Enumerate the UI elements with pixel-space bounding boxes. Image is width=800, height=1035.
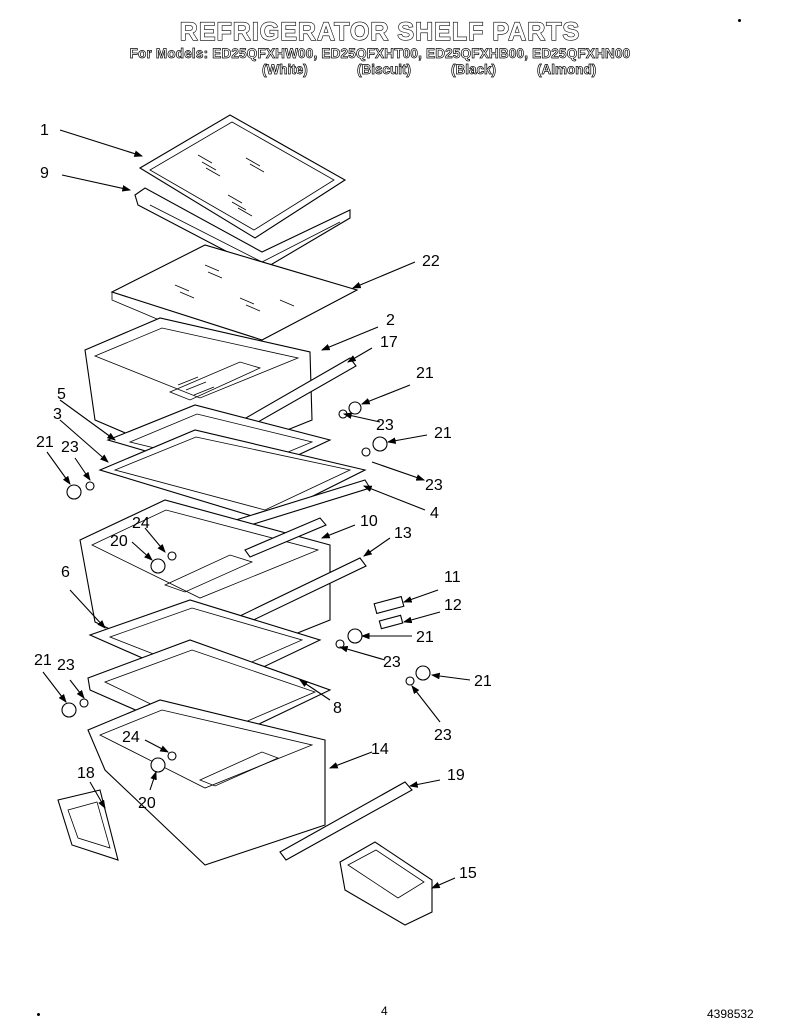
callout-14: 14 [371, 741, 389, 758]
part-3-crisper-frame [98, 429, 367, 521]
part-14-bottom-drawer [87, 699, 326, 866]
callout-1: 1 [40, 122, 49, 139]
callout-23-c: 23 [425, 477, 443, 494]
callout-21-a: 21 [416, 365, 434, 382]
callout-23-f: 23 [434, 727, 452, 744]
part-11-clip [373, 595, 405, 615]
corner-mark [37, 1013, 40, 1016]
color-label-biscuit: (Biscuit) [357, 62, 412, 78]
models-line: For Models: ED25QFXHW00, ED25QFXHT00, ED… [129, 46, 631, 62]
callout-8: 8 [333, 700, 342, 717]
callout-9: 9 [40, 165, 49, 182]
callout-23-d: 23 [383, 654, 401, 671]
callout-21-f: 21 [474, 673, 492, 690]
callout-numbers: 1 9 22 2 17 21 23 21 5 3 21 23 23 4 24 2… [34, 122, 492, 882]
callout-24-b: 24 [122, 729, 140, 746]
callout-5: 5 [57, 386, 66, 403]
part-1-glass-shelf [138, 114, 347, 239]
callout-4: 4 [430, 505, 439, 522]
callout-2: 2 [386, 312, 395, 329]
color-label-almond: (Almond) [537, 62, 597, 78]
part-15-door-bin [339, 841, 433, 926]
callout-23-e: 23 [57, 657, 75, 674]
part-12-clip [378, 614, 404, 630]
part-19-rail [279, 781, 413, 861]
callout-10: 10 [360, 513, 378, 530]
callout-23-b: 23 [61, 439, 79, 456]
callout-17: 17 [380, 334, 398, 351]
color-label-black: (Black) [451, 62, 497, 78]
page-number: 4 [381, 1004, 388, 1018]
callout-24-a: 24 [132, 515, 150, 532]
corner-mark [738, 19, 741, 22]
callout-21-e: 21 [34, 652, 52, 669]
hardware-fasteners [61, 401, 431, 773]
callout-11: 11 [444, 569, 461, 586]
callout-20-b: 20 [138, 795, 156, 812]
callout-23-a: 23 [376, 417, 394, 434]
callout-21-d: 21 [416, 629, 434, 646]
callout-19: 19 [447, 767, 465, 784]
diagram-title: REFRIGERATOR SHELF PARTS [179, 17, 581, 46]
callout-22: 22 [422, 253, 440, 270]
leader-lines [42, 129, 471, 889]
callout-3: 3 [53, 406, 62, 423]
callout-12: 12 [444, 597, 462, 614]
callout-21-b: 21 [434, 425, 452, 442]
callout-13: 13 [394, 525, 412, 542]
part-8-crisper-cover [87, 599, 332, 746]
callout-21-c: 21 [36, 434, 54, 451]
callout-18: 18 [77, 765, 95, 782]
part-18-label-holder [57, 789, 119, 861]
callout-6: 6 [61, 564, 70, 581]
color-label-white: (White) [262, 62, 308, 78]
part-number: 4398532 [707, 1007, 754, 1021]
part-10-rail [244, 517, 327, 558]
callout-20-a: 20 [110, 533, 128, 550]
callout-15: 15 [459, 865, 477, 882]
